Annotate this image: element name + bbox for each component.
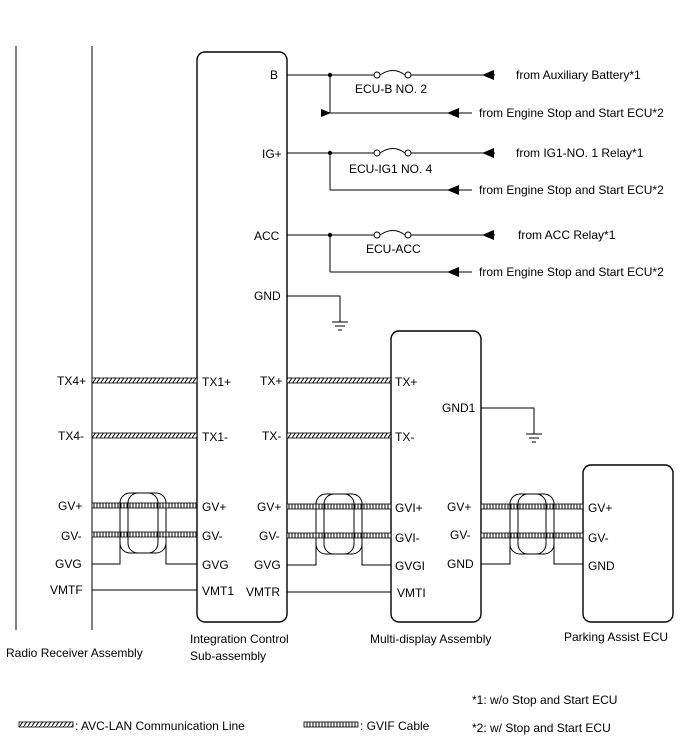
parking-pin-gnd: GND — [588, 559, 615, 573]
multidisplay-pin-gvip: GVI+ — [395, 501, 423, 515]
multidisplay-pin-gvim: GVI- — [395, 531, 420, 545]
integration-control-label-line2: Sub-assembly — [190, 649, 266, 663]
radio-pin-tx4m: TX4- — [58, 429, 84, 443]
fuse-ecu-acc-label: ECU-ACC — [366, 242, 421, 256]
integration-control-label-line1: Integration Control — [190, 632, 289, 646]
integration-pin-vmt1: VMT1 — [202, 584, 234, 598]
power-acc-circuit: ACC ECU-ACC from ACC Relay*1 from Engine… — [254, 228, 664, 279]
integration-pin-txp: TX+ — [260, 374, 282, 388]
multidisplay-pin-gvm-out: GV- — [450, 528, 471, 542]
legend-gvif-label: : GVIF Cable — [360, 719, 430, 733]
integration-pin-gvg-in: GVG — [202, 558, 229, 572]
integration-pin-vmtr: VMTR — [246, 585, 280, 599]
avc-lan-integration-multidisplay: TX+ TX+ TX- TX- — [260, 374, 417, 444]
multi-display-gnd1-circuit: GND1 — [442, 401, 542, 443]
multidisplay-pin-gvp-out: GV+ — [447, 500, 471, 514]
legend: : AVC-LAN Communication Line : GVIF Cabl… — [18, 719, 430, 733]
radio-pin-tx4p: TX4+ — [57, 374, 86, 388]
fuse-ecu-b-label: ECU-B NO. 2 — [355, 82, 427, 96]
multi-display-assembly: Multi-display Assembly — [370, 330, 491, 646]
pin-gnd-label: GND — [254, 289, 281, 303]
fuse-ecu-ig1-label: ECU-IG1 NO. 4 — [349, 162, 433, 176]
pin-acc-label: ACC — [254, 229, 280, 243]
power-ig-circuit: IG+ ECU-IG1 NO. 4 from IG1-NO. 1 Relay*1… — [262, 146, 664, 197]
parking-assist-ecu: Parking Assist ECU — [564, 464, 674, 644]
parking-assist-label: Parking Assist ECU — [564, 630, 668, 644]
multi-display-label: Multi-display Assembly — [370, 632, 491, 646]
gvif-integration-multidisplay: GV+ GVI+ GV- GVI- GVG GVGI VMTR VMTI — [246, 493, 426, 600]
multidisplay-pin-gvgi: GVGI — [395, 559, 425, 573]
integration-pin-gvp-in: GV+ — [202, 500, 226, 514]
integration-pin-gvp-out: GV+ — [257, 500, 281, 514]
pin-b-label: B — [270, 68, 278, 82]
integration-gnd-circuit: GND — [254, 289, 348, 331]
source-engine-stop-3: from Engine Stop and Start ECU*2 — [479, 265, 664, 279]
integration-pin-gvm-in: GV- — [202, 529, 223, 543]
integration-control-sub-assembly: Integration Control Sub-assembly — [190, 51, 289, 663]
integration-pin-txm: TX- — [262, 429, 281, 443]
radio-pin-gvg: GVG — [55, 557, 82, 571]
source-aux-battery: from Auxiliary Battery*1 — [516, 68, 641, 82]
integration-pin-gvm-out: GV- — [259, 529, 280, 543]
source-ig1-relay: from IG1-NO. 1 Relay*1 — [516, 146, 644, 160]
pin-gnd1-label: GND1 — [442, 401, 476, 415]
integration-pin-tx1m: TX1- — [202, 430, 228, 444]
parking-pin-gvm: GV- — [588, 531, 609, 545]
parking-pin-gvp: GV+ — [588, 501, 612, 515]
radio-pin-vmtf: VMTF — [50, 583, 83, 597]
legend-avc-lan-label: : AVC-LAN Communication Line — [75, 719, 245, 733]
power-b-circuit: B ECU-B NO. 2 from Auxiliary Battery*1 f… — [270, 68, 664, 120]
gvif-multidisplay-parking: GV+ GV+ GV- GV- GND GND — [447, 493, 615, 573]
gvif-radio-integration: GV+ GV+ GV- GV- GVG GVG VMTF VMT1 — [50, 492, 234, 598]
multidisplay-pin-txp: TX+ — [395, 375, 417, 389]
note-1: *1: w/o Stop and Start ECU — [472, 693, 617, 707]
legend-avc-lan-swatch — [18, 721, 74, 728]
integration-pin-gvg-out: GVG — [254, 558, 281, 572]
multidisplay-pin-txm: TX- — [395, 430, 414, 444]
source-engine-stop-1: from Engine Stop and Start ECU*2 — [479, 106, 664, 120]
source-acc-relay: from ACC Relay*1 — [518, 228, 616, 242]
radio-pin-gvm: GV- — [61, 529, 82, 543]
note-2: *2: w/ Stop and Start ECU — [472, 721, 611, 735]
radio-pin-gvp: GV+ — [58, 499, 82, 513]
source-engine-stop-2: from Engine Stop and Start ECU*2 — [479, 183, 664, 197]
legend-gvif-swatch — [303, 721, 359, 728]
radio-receiver-label: Radio Receiver Assembly — [6, 646, 143, 660]
pin-ig-label: IG+ — [262, 147, 282, 161]
avc-lan-radio-integration: TX4+ TX1+ TX4- TX1- — [57, 374, 231, 444]
multidisplay-pin-vmti: VMTI — [397, 586, 426, 600]
multidisplay-pin-gnd-out: GND — [447, 557, 474, 571]
integration-pin-tx1p: TX1+ — [202, 375, 231, 389]
